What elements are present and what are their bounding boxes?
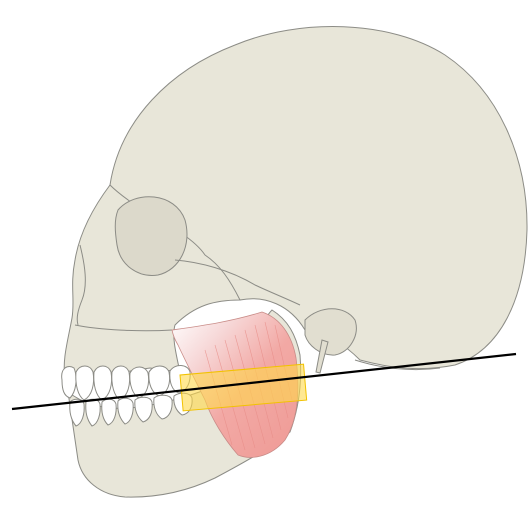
orbit xyxy=(115,197,187,276)
tooth xyxy=(94,366,112,400)
upper-teeth xyxy=(62,365,190,400)
tooth xyxy=(112,366,130,400)
tooth xyxy=(62,367,76,399)
tooth xyxy=(76,366,94,400)
